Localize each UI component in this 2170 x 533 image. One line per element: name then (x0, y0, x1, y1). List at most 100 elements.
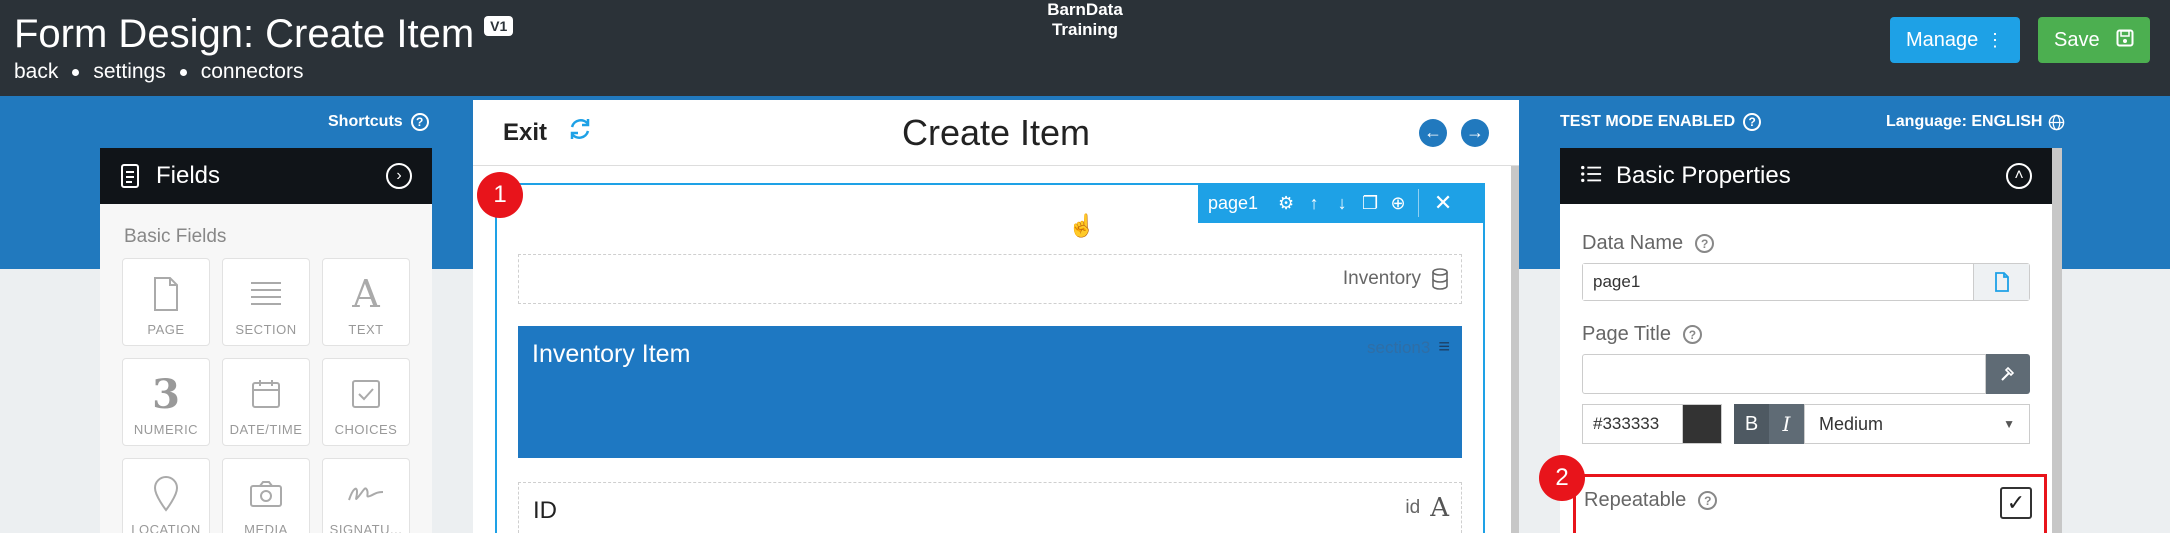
field-tile-page[interactable]: PAGE (122, 258, 210, 346)
canvas-header: Exit ← → (473, 100, 1519, 166)
nav-separator-dot (72, 68, 80, 76)
id-data-name: id (1405, 497, 1421, 518)
duplicate-icon[interactable]: ❐ (1361, 192, 1379, 213)
shortcuts-label: Shortcuts (328, 113, 403, 130)
italic-button[interactable]: I (1769, 404, 1804, 444)
arrow-left-icon[interactable]: ← (1419, 118, 1447, 147)
field-tile-signature[interactable]: SIGNATU... (322, 458, 410, 533)
nav-settings-link[interactable]: settings (93, 60, 166, 83)
fields-panel-header: Fields › (100, 148, 432, 204)
repeatable-row: Repeatable ? ✓ (1573, 474, 2047, 533)
id-field[interactable]: ID id A (518, 482, 1462, 533)
close-icon[interactable]: ✕ (1433, 190, 1453, 215)
field-tile-section[interactable]: SECTION (222, 258, 310, 346)
nav-back-link[interactable]: back (14, 60, 59, 83)
canvas-scrollbar[interactable] (1511, 166, 1519, 533)
data-name-input[interactable] (1583, 264, 1973, 300)
font-size-select[interactable]: Medium ▼ (1804, 404, 2030, 444)
form-title-wrap: Form Design: Create Item V1 (14, 12, 514, 56)
field-tile-label: LOCATION (131, 522, 201, 533)
field-tile-numeric[interactable]: 3 NUMERIC (122, 358, 210, 446)
bold-button[interactable]: B (1734, 404, 1769, 444)
page-toolbar: page1 ⚙ ↑ ↓ ❐ ⊕ ✕ (1198, 183, 1485, 223)
manage-button[interactable]: Manage ⋮ (1890, 17, 2020, 63)
field-tile-media[interactable]: MEDIA (222, 458, 310, 533)
exit-button[interactable]: Exit (503, 118, 548, 146)
field-tile-label: PAGE (147, 322, 185, 337)
calendar-icon (246, 374, 286, 414)
chevron-right-circle-icon[interactable]: › (386, 163, 412, 189)
version-badge: V1 (484, 16, 514, 36)
page-name-label: page1 (1208, 192, 1259, 213)
toolbar-divider (1418, 189, 1420, 217)
section-tag: section3 ≡ (1367, 336, 1450, 359)
font-size-value: Medium (1819, 413, 1884, 434)
section-block[interactable]: Inventory Item section3 ≡ (518, 326, 1462, 458)
section-icon (246, 274, 286, 314)
section-title: Inventory Item (532, 340, 691, 368)
manage-label: Manage (1906, 28, 1979, 51)
page-title-input[interactable] (1582, 354, 1986, 394)
hammer-icon[interactable] (1986, 354, 2030, 394)
help-icon[interactable]: ? (1682, 325, 1702, 344)
text-type-icon: A (1430, 493, 1449, 523)
id-field-tag: id A (1405, 493, 1449, 523)
help-icon[interactable]: ? (410, 113, 429, 131)
arrow-right-icon[interactable]: → (1461, 118, 1489, 147)
caret-down-icon: ▼ (2003, 417, 2015, 431)
field-tile-label: CHOICES (334, 422, 398, 437)
kebab-menu-icon: ⋮ (1986, 29, 2004, 50)
move-up-icon[interactable]: ↑ (1309, 192, 1319, 213)
repeatable-checkbox[interactable]: ✓ (2000, 487, 2032, 519)
data-name-label: Data Name ? (1582, 232, 2030, 255)
logic-icon[interactable]: ⚙ (1277, 192, 1295, 213)
shortcuts-link[interactable]: Shortcuts ? (328, 113, 429, 131)
add-comment-icon[interactable]: ⊕ (1390, 192, 1406, 213)
checkmark-icon: ✓ (2006, 490, 2026, 515)
field-tile-label: SIGNATU... (329, 522, 403, 533)
repeatable-label: Repeatable ? (1584, 489, 2036, 512)
repeatable-text: Repeatable (1584, 489, 1687, 511)
help-icon[interactable]: ? (1743, 113, 1762, 131)
language-selector[interactable]: Language: ENGLISH (1886, 113, 2065, 131)
annotation-badge-2: 2 (1539, 455, 1585, 501)
annotation-badge-1: 1 (477, 172, 523, 218)
field-tile-text[interactable]: A TEXT (322, 258, 410, 346)
chevron-up-circle-icon[interactable]: ˄ (2006, 163, 2032, 189)
inventory-field[interactable]: Inventory (518, 254, 1462, 304)
move-down-icon[interactable]: ↓ (1337, 192, 1347, 213)
fields-panel-title: Fields (156, 162, 221, 189)
data-name-group (1582, 263, 2030, 301)
checkbox-icon (346, 374, 386, 414)
section-lines-icon: ≡ (1438, 336, 1450, 358)
app-name: BarnData Training (1047, 0, 1123, 39)
nav-connectors-link[interactable]: connectors (200, 60, 304, 83)
refresh-icon[interactable] (567, 116, 593, 149)
numeric-icon: 3 (152, 370, 180, 418)
field-tile-location[interactable]: LOCATION (122, 458, 210, 533)
camera-icon (246, 474, 286, 514)
field-tile-datetime[interactable]: DATE/TIME (222, 358, 310, 446)
top-header: BarnData Training Form Design: Create It… (0, 0, 2170, 96)
field-tile-choices[interactable]: CHOICES (322, 358, 410, 446)
properties-panel: Basic Properties ˄ Data Name ? Page Titl… (1560, 148, 2052, 533)
help-icon[interactable]: ? (1695, 234, 1715, 253)
document-icon (120, 163, 142, 189)
inventory-label: Inventory (1342, 268, 1421, 289)
help-icon[interactable]: ? (1698, 491, 1718, 510)
color-swatch[interactable] (1682, 404, 1722, 444)
field-tile-label: TEXT (348, 322, 384, 337)
location-icon (146, 474, 186, 514)
save-button[interactable]: Save (2038, 17, 2150, 63)
color-hex-input[interactable] (1582, 404, 1682, 444)
properties-panel-header: Basic Properties ˄ (1560, 148, 2052, 204)
document-icon[interactable] (1973, 264, 2029, 300)
test-mode-label: TEST MODE ENABLED (1560, 113, 1736, 130)
field-tile-label: MEDIA (244, 522, 288, 533)
test-mode-indicator: TEST MODE ENABLED ? (1560, 113, 1762, 131)
language-label: Language: ENGLISH (1886, 113, 2043, 130)
text-icon: A (352, 272, 380, 316)
properties-scrollbar[interactable] (2052, 148, 2062, 533)
sub-navigation: back settings connectors (14, 60, 303, 84)
text-style-row: B I Medium ▼ (1582, 404, 2030, 444)
